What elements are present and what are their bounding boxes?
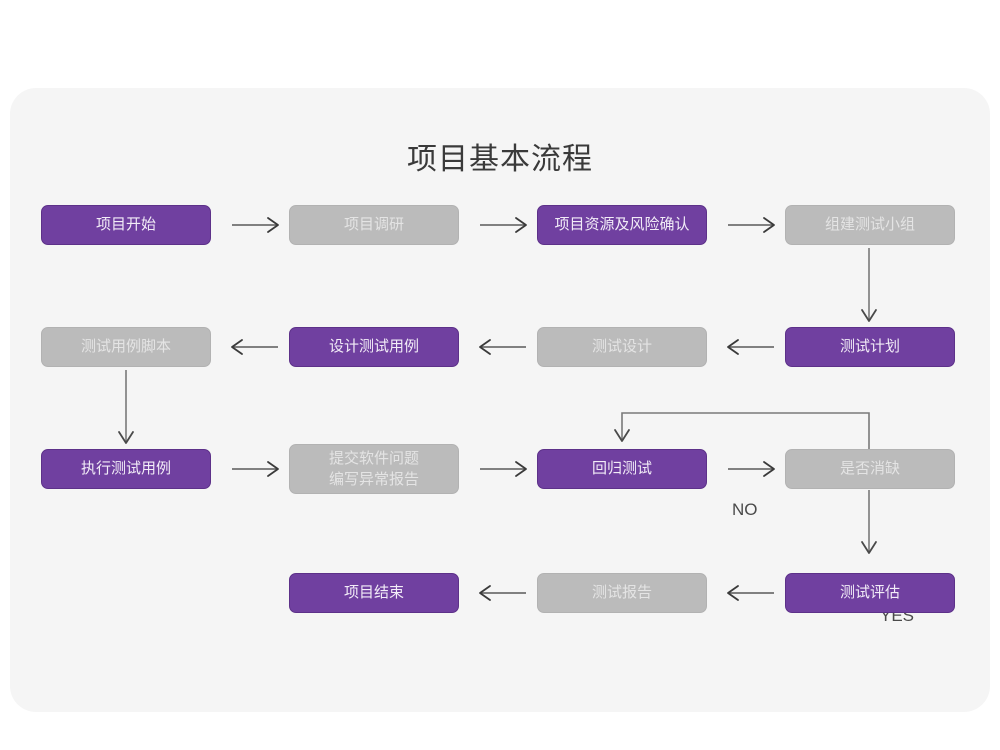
node-defect-cleared[interactable]: 是否消缺: [785, 449, 955, 489]
node-test-plan[interactable]: 测试计划: [785, 327, 955, 367]
arrow-yes-n12-to-n15: [861, 490, 877, 554]
node-project-end[interactable]: 项目结束: [289, 573, 459, 613]
arrow-n8-to-n7: [727, 339, 774, 355]
node-project-start[interactable]: 项目开始: [41, 205, 211, 245]
arrow-n7-to-n6: [479, 339, 526, 355]
node-test-design[interactable]: 测试设计: [537, 327, 707, 367]
page-title: 项目基本流程: [407, 143, 593, 176]
node-design-test-case[interactable]: 设计测试用例: [289, 327, 459, 367]
arrow-n1-to-n2: [232, 217, 279, 233]
arrow-n10-to-n11: [480, 461, 527, 477]
node-test-report[interactable]: 测试报告: [537, 573, 707, 613]
node-test-case-script[interactable]: 测试用例脚本: [41, 327, 211, 367]
node-test-evaluation[interactable]: 测试评估: [785, 573, 955, 613]
node-execute-test-case[interactable]: 执行测试用例: [41, 449, 211, 489]
arrow-no-loop-n12-to-n11: [614, 412, 870, 449]
arrow-n15-to-n14: [727, 585, 774, 601]
arrow-n4-to-n8: [861, 248, 877, 322]
node-submit-issue-report[interactable]: 提交软件问题 编写异常报告: [289, 444, 459, 494]
arrow-n9-to-n10: [232, 461, 279, 477]
arrow-n11-to-n12: [728, 461, 775, 477]
arrow-n2-to-n3: [480, 217, 527, 233]
arrow-n6-to-n5: [231, 339, 278, 355]
flowchart-card: 项目基本流程: [10, 88, 990, 712]
arrow-n5-to-n9: [118, 370, 134, 444]
node-regression-test[interactable]: 回归测试: [537, 449, 707, 489]
node-resource-risk-confirm[interactable]: 项目资源及风险确认: [537, 205, 707, 245]
connector-layer: [118, 217, 877, 601]
arrow-n3-to-n4: [728, 217, 775, 233]
edge-label-no: NO: [732, 500, 758, 519]
arrow-n14-to-n13: [479, 585, 526, 601]
node-build-test-team[interactable]: 组建测试小组: [785, 205, 955, 245]
node-project-research[interactable]: 项目调研: [289, 205, 459, 245]
